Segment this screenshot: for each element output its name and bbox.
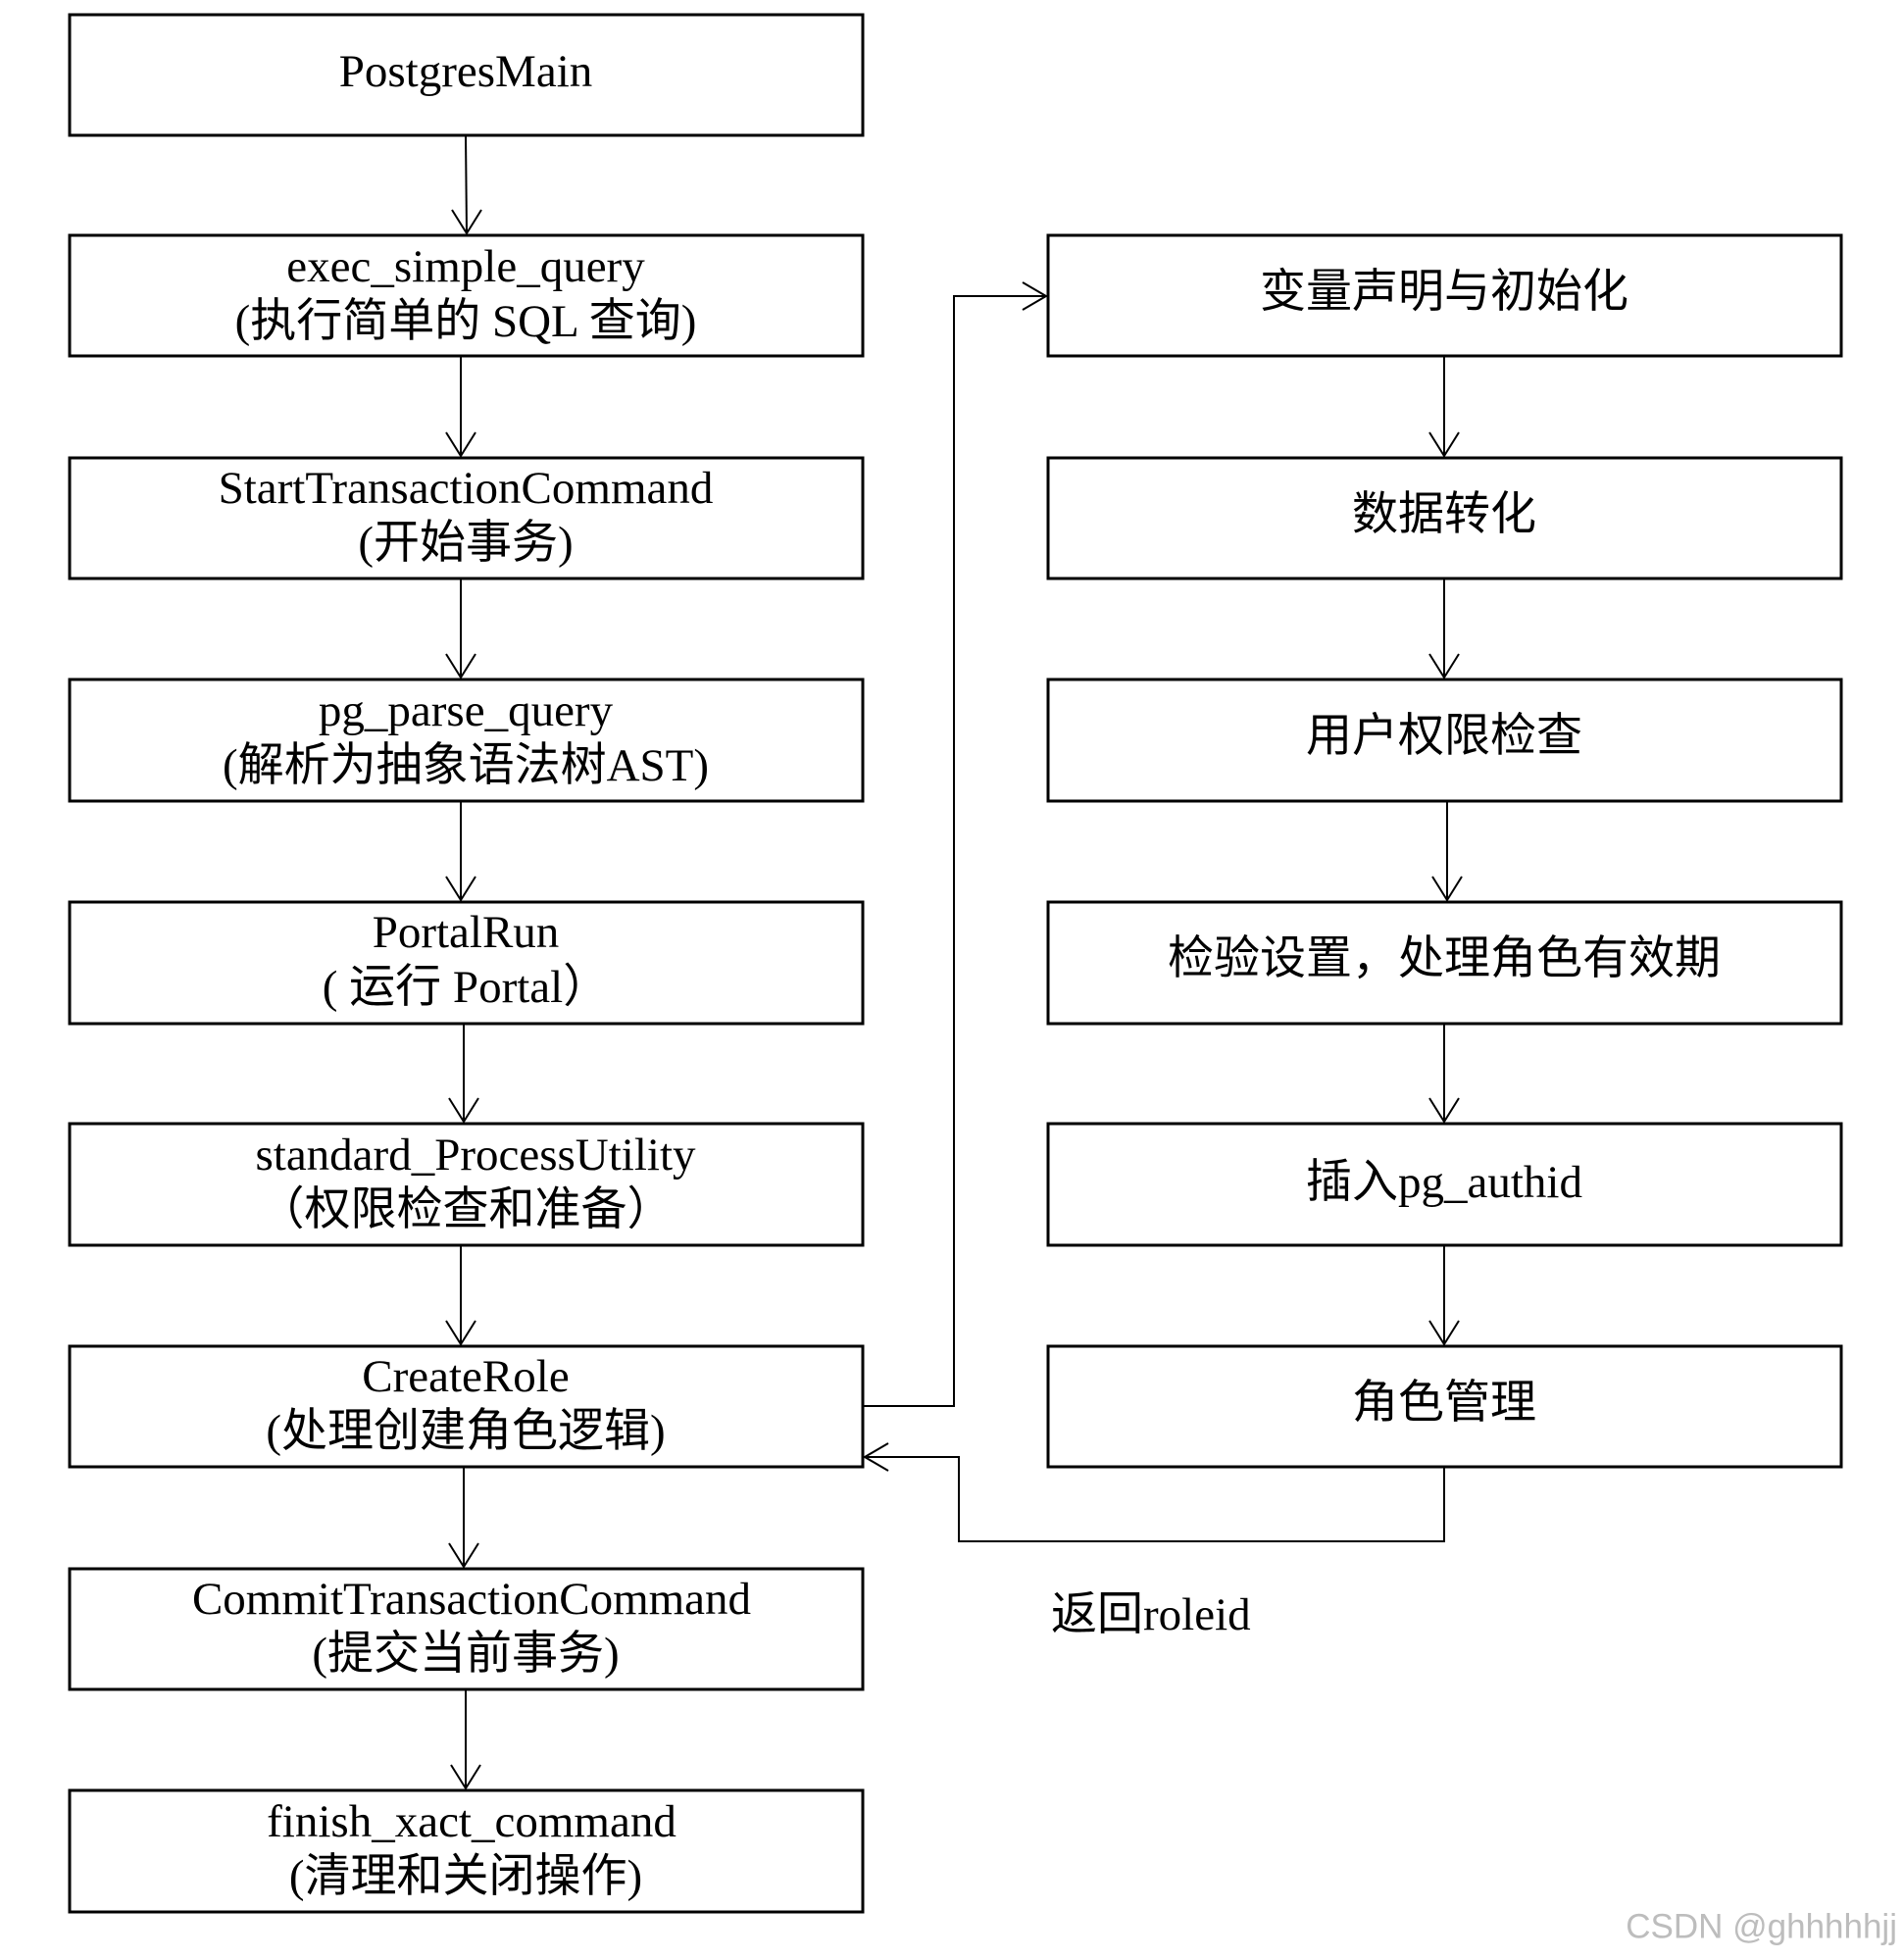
left-node-createrole: CreateRole (处理创建角色逻辑) [68, 1344, 865, 1469]
node-title: CommitTransactionCommand [192, 1574, 751, 1625]
node-label: 角色管理 [1352, 1378, 1536, 1429]
node-title: CreateRole [362, 1351, 569, 1402]
node-title: pg_parse_query [319, 685, 614, 736]
left-node-standard-process-utility: standard_ProcessUtility （权限检查和准备） [68, 1122, 865, 1247]
right-node-role-management: 角色管理 [1046, 1344, 1843, 1469]
arrow-right-3 [1431, 801, 1463, 902]
arrow-left-8 [450, 1689, 481, 1790]
node-subtitle: (开始事务) [358, 518, 573, 569]
node-label: 变量声明与初始化 [1260, 267, 1628, 318]
arrow-left-5 [448, 1024, 479, 1124]
node-subtitle: (处理创建角色逻辑) [266, 1406, 665, 1457]
node-label: 用户权限检查 [1306, 711, 1582, 762]
arrow-left-7 [448, 1467, 479, 1569]
node-title: PortalRun [373, 907, 560, 958]
arrow-left-4 [445, 801, 476, 902]
node-subtitle: (执行简单的 SQL 查询) [235, 296, 697, 347]
left-flow-arrows [445, 134, 482, 1790]
node-title: PostgresMain [339, 46, 593, 97]
node-label: 数据转化 [1352, 489, 1536, 540]
arrow-right-1 [1428, 356, 1460, 458]
connector-return-roleid [863, 1442, 1445, 1542]
node-title: finish_xact_command [267, 1796, 676, 1847]
node-subtitle: ( 运行 Portal） [323, 962, 609, 1013]
left-node-pg-parse-query: pg_parse_query (解析为抽象语法树AST) [68, 678, 865, 803]
right-node-insert-pg-authid: 插入pg_authid [1046, 1122, 1843, 1247]
node-subtitle: (提交当前事务) [312, 1629, 619, 1680]
left-node-postgresmain: PostgresMain [68, 13, 865, 137]
left-node-exec-simple-query: exec_simple_query (执行简单的 SQL 查询) [68, 233, 865, 358]
left-node-portalrun: PortalRun ( 运行 Portal） [68, 900, 865, 1026]
node-title: standard_ProcessUtility [255, 1130, 696, 1181]
arrow-left-6 [445, 1245, 476, 1346]
node-subtitle: (解析为抽象语法树AST) [223, 740, 709, 791]
right-node-data-conversion: 数据转化 [1046, 456, 1843, 580]
watermark: CSDN @ghhhhhjj [1626, 1907, 1897, 1945]
arrow-left-1 [451, 134, 482, 235]
arrow-right-5 [1428, 1245, 1460, 1346]
connector-createrole-to-right [863, 281, 1048, 1407]
arrow-right-4 [1428, 1024, 1460, 1124]
node-subtitle: （权限检查和准备） [259, 1184, 674, 1235]
arrow-left-3 [445, 578, 476, 679]
node-label: 检验设置，处理角色有效期 [1168, 933, 1721, 984]
left-node-start-transaction-command: StartTransactionCommand (开始事务) [68, 456, 865, 580]
left-node-finish-xact-command: finish_xact_command (清理和关闭操作) [68, 1788, 865, 1914]
node-label: 插入pg_authid [1306, 1157, 1582, 1208]
arrow-left-2 [445, 356, 476, 458]
node-title: exec_simple_query [286, 241, 645, 292]
right-node-validate-settings: 检验设置，处理角色有效期 [1046, 900, 1843, 1026]
right-node-variable-init: 变量声明与初始化 [1046, 233, 1843, 358]
node-title: StartTransactionCommand [219, 463, 714, 514]
right-node-permission-check: 用户权限检查 [1046, 678, 1843, 803]
left-node-commit-transaction-command: CommitTransactionCommand (提交当前事务) [68, 1567, 865, 1691]
right-flow-arrows [1428, 356, 1463, 1346]
node-subtitle: (清理和关闭操作) [289, 1851, 642, 1902]
return-roleid-label: 返回roleid [1051, 1589, 1251, 1640]
arrow-right-2 [1428, 578, 1460, 679]
